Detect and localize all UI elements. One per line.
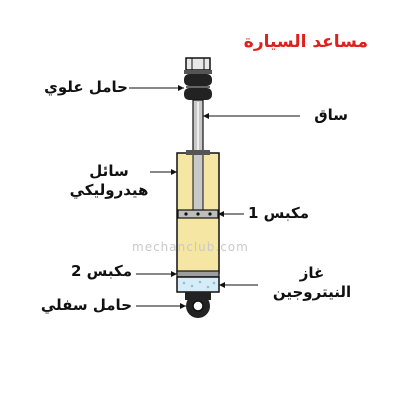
label-piston-2: مكبس 2 <box>71 262 132 280</box>
label-piston-1: مكبس 1 <box>248 204 309 222</box>
upper-bushing-top <box>184 74 212 86</box>
label-nitrogen-gas-line1: غاز <box>299 264 325 282</box>
watermark: mechanclub.com <box>132 240 249 254</box>
piston-2 <box>176 270 220 278</box>
label-rod: ساق <box>314 106 348 124</box>
label-hydraulic-fluid-line1: سائل <box>89 162 129 180</box>
label-upper-mount: حامل علوي <box>44 78 128 96</box>
top-washer <box>184 70 212 74</box>
label-nitrogen-gas-line2: النيتروجين <box>272 282 352 301</box>
upper-bushing-bottom <box>184 88 212 100</box>
diagram-title: مساعد السيارة <box>243 32 368 52</box>
label-nitrogen-gas: غاز النيتروجين <box>262 264 362 302</box>
top-nut <box>185 57 211 71</box>
nitrogen-gas-chamber <box>176 276 220 293</box>
label-lower-mount: حامل سفلي <box>40 296 132 314</box>
label-hydraulic-fluid-line2: هيدروليكي <box>69 180 149 199</box>
label-hydraulic-fluid: سائل هيدروليكي <box>64 162 154 200</box>
